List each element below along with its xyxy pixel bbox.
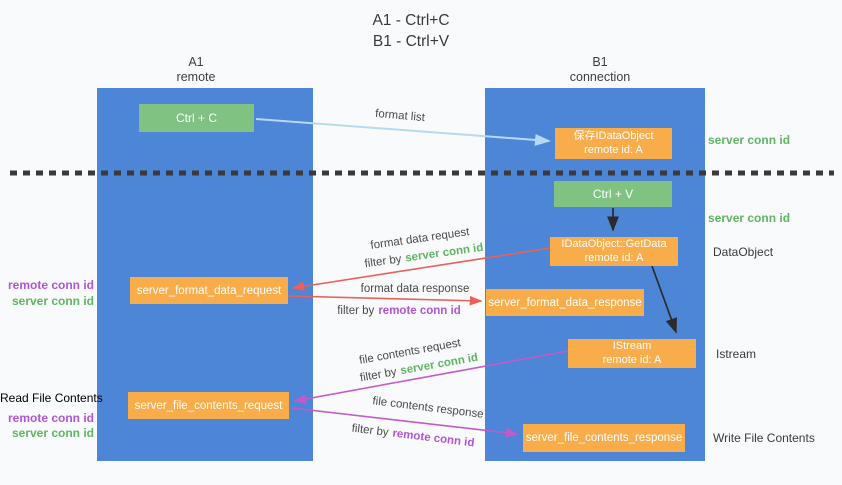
server-conn-id-label-top: server conn id bbox=[708, 133, 791, 147]
istream-line1: IStream bbox=[612, 340, 652, 352]
column-b1-name: B1 bbox=[592, 55, 608, 69]
istream-line2: remote id: A bbox=[602, 353, 662, 366]
format-data-response-arrow-label: format data response bbox=[360, 283, 470, 295]
filter-by-text: filter by bbox=[337, 305, 375, 317]
ctrl-c-label: Ctrl + C bbox=[175, 111, 217, 125]
format-response-box: server_format_data_response bbox=[486, 289, 644, 316]
file-request-box: server_file_contents_request bbox=[128, 392, 289, 419]
remote-conn-id-label-format: remote conn id bbox=[7, 278, 94, 292]
filter-by-text: filter by bbox=[359, 366, 398, 385]
file-contents-response-arrow-label: file contents response bbox=[371, 395, 485, 421]
format-response-label: server_format_data_response bbox=[488, 296, 642, 309]
column-a1-role: remote bbox=[176, 70, 216, 84]
column-a1-name: A1 bbox=[188, 55, 204, 69]
column-header-b1: B1 connection bbox=[540, 55, 660, 85]
filter-by-text: filter by bbox=[363, 253, 403, 271]
title-line-2: B1 - Ctrl+V bbox=[372, 33, 450, 50]
file-request-label: server_file_contents_request bbox=[134, 399, 283, 412]
save-idataobject-line2: remote id: A bbox=[584, 143, 643, 156]
file-response-box: server_file_contents_response bbox=[523, 424, 685, 452]
server-conn-id-label-format: server conn id bbox=[11, 293, 94, 308]
istream-box: IStream remote id: A bbox=[568, 339, 696, 368]
format-data-response-arrow bbox=[287, 295, 483, 306]
save-idataobject-box: 保存IDataObject remote id: A bbox=[555, 128, 672, 159]
column-b1-role: connection bbox=[569, 70, 631, 84]
ctrl-v-label: Ctrl + V bbox=[592, 187, 634, 201]
save-idataobject-line1: 保存IDataObject bbox=[573, 130, 654, 142]
format-list-arrow-label: format list bbox=[374, 107, 426, 125]
write-file-contents-label: Write File Contents bbox=[713, 431, 815, 445]
ctrl-v-box: Ctrl + V bbox=[554, 181, 672, 207]
dataobject-label: DataObject bbox=[713, 245, 774, 259]
getdata-line2: remote id: A bbox=[584, 251, 644, 264]
diagram-title: A1 - Ctrl+C B1 - Ctrl+V bbox=[291, 10, 531, 52]
format-conn-ids-block: remote conn id server conn id bbox=[0, 278, 94, 309]
remote-conn-id-text: remote conn id bbox=[378, 305, 461, 317]
remote-conn-id-label-file: remote conn id bbox=[7, 410, 94, 425]
format-request-label: server_format_data_request bbox=[136, 284, 282, 297]
istream-side-label: Istream bbox=[716, 347, 757, 361]
format-request-box: server_format_data_request bbox=[130, 277, 288, 304]
filter-by-text: filter by bbox=[350, 422, 390, 439]
file-conn-ids-block: Read File Contents remote conn id server… bbox=[0, 391, 103, 442]
read-file-contents-label: Read File Contents bbox=[0, 391, 103, 405]
server-conn-id-label-file: server conn id bbox=[11, 426, 94, 440]
getdata-line1: IDataObject::GetData bbox=[561, 238, 667, 250]
ctrl-c-box: Ctrl + C bbox=[139, 104, 254, 132]
file-response-label: server_file_contents_response bbox=[525, 432, 683, 444]
column-header-a1: A1 remote bbox=[136, 55, 256, 85]
remote-conn-id-text: remote conn id bbox=[391, 427, 476, 450]
server-conn-id-label-mid: server conn id bbox=[708, 211, 791, 225]
title-line-1: A1 - Ctrl+C bbox=[372, 12, 450, 29]
getdata-box: IDataObject::GetData remote id: A bbox=[550, 237, 678, 266]
